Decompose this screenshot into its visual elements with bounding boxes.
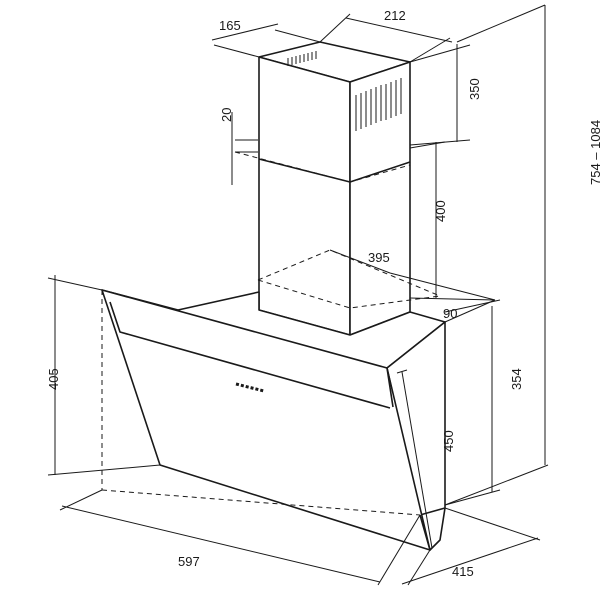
label-chimney-depth: 165 [219, 18, 241, 33]
hood-inner-frame [109, 301, 391, 409]
label-overlap: 20 [219, 108, 234, 122]
chimney-left-face [258, 56, 351, 336]
chimney-back-vents [287, 51, 317, 66]
label-body-height: 354 [509, 368, 524, 390]
dimension-labels: 165 212 350 20 400 754 – 1084 395 90 354… [46, 8, 600, 579]
chimney [234, 41, 441, 336]
hidden-edge-bottom [101, 489, 421, 516]
hood-body [101, 289, 446, 551]
hood-frame-edge [386, 367, 394, 408]
hood-bottom-edge [419, 507, 446, 551]
chimney-side-vents [355, 78, 402, 131]
label-glass-height: 450 [441, 430, 456, 452]
label-width: 597 [178, 554, 200, 569]
mount-plate-outline [257, 249, 441, 297]
label-depth: 415 [452, 564, 474, 579]
mount-plate-outline-front [257, 279, 441, 309]
chimney-joint-line [258, 158, 411, 183]
label-front-height: 405 [46, 368, 61, 390]
label-wall-gap: 90 [443, 306, 457, 321]
label-chimney-lower-height: 400 [433, 200, 448, 222]
label-total-height: 754 – 1084 [588, 120, 600, 185]
dimension-lines [47, 4, 549, 586]
label-chimney-top-height: 350 [467, 78, 482, 100]
label-chimney-width: 212 [384, 8, 406, 23]
label-mount-width: 395 [368, 250, 390, 265]
